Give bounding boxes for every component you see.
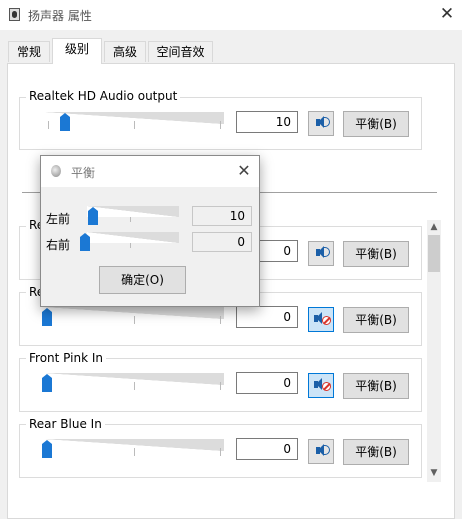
volume-value-field[interactable]: 0 [236,438,298,460]
slider-tick [130,243,131,248]
volume-slider-track[interactable] [45,307,224,319]
volume-slider-thumb[interactable] [60,113,70,131]
balance-button[interactable]: 平衡(B) [343,241,409,267]
left-balance-slider-track[interactable] [87,206,179,217]
speaker-properties-icon [9,8,20,21]
speaker-wave [324,247,330,257]
muted-badge-icon [322,382,331,391]
channel-label: Realtek HD Audio output [26,89,181,103]
left-front-label: 左前 [46,212,71,226]
slider-tick [134,121,135,129]
speaker-cone [316,378,322,390]
close-icon[interactable]: ✕ [237,161,251,180]
volume-value-field[interactable]: 0 [236,306,298,328]
mute-button[interactable] [308,111,334,136]
channel-label: Front Pink In [26,351,106,365]
tab-levels[interactable]: 级别 [52,38,102,64]
channel-group-realtek-output [19,97,422,150]
scrollbar-thumb[interactable] [428,235,440,272]
right-balance-value[interactable]: 0 [192,232,252,252]
slider-tick [220,448,221,456]
balance-button[interactable]: 平衡(B) [343,439,409,465]
dialog-title-bar: 平衡 ✕ [41,156,259,187]
left-balance-value[interactable]: 10 [192,206,252,226]
muted-badge-icon [322,316,331,325]
channel-group-front-pink-in [19,358,422,412]
mute-button[interactable] [308,307,334,332]
volume-slider-track[interactable] [45,373,224,385]
tab-general[interactable]: 常规 [8,41,50,62]
close-icon[interactable]: ✕ [439,4,455,24]
volume-value-field[interactable]: 0 [236,372,298,394]
speaker-cone [318,116,324,128]
mute-button[interactable] [308,439,334,464]
balance-button[interactable]: 平衡(B) [343,307,409,333]
balance-button[interactable]: 平衡(B) [343,111,409,137]
channel-group-rear-blue-in [19,424,422,478]
right-balance-slider-thumb[interactable] [80,233,90,251]
scroll-up-arrow-icon[interactable]: ▲ [430,222,438,232]
scroll-down-arrow-icon[interactable]: ▼ [430,468,438,478]
slider-tick [130,217,131,222]
slider-tick [134,448,135,456]
balance-button[interactable]: 平衡(B) [343,373,409,399]
tab-spatial-sound[interactable]: 空间音效 [148,41,213,62]
volume-slider-track[interactable] [45,439,224,451]
volume-slider-thumb[interactable] [42,440,52,458]
title-bar: 扬声器 属性 ✕ [0,0,462,30]
volume-value-field[interactable]: 10 [236,111,298,133]
ok-button[interactable]: 确定(O) [99,266,186,294]
slider-tick [220,382,221,390]
volume-slider-thumb[interactable] [42,308,52,326]
speaker-wave [324,117,330,127]
left-balance-slider-thumb[interactable] [88,207,98,225]
vertical-scrollbar[interactable] [427,220,441,482]
balance-dialog: 平衡 ✕ 左前 10 右前 0 确定(O) [40,155,260,307]
dialog-title: 平衡 [71,166,96,180]
volume-slider-track[interactable] [45,112,224,124]
window-title: 扬声器 属性 [28,9,92,23]
slider-tick [134,382,135,390]
speaker-cone [316,312,322,324]
slider-tick [220,316,221,324]
speaker-cone [318,444,324,456]
volume-slider-thumb[interactable] [42,374,52,392]
speaker-round-icon [51,165,61,177]
right-front-label: 右前 [46,238,71,252]
slider-tick [220,121,221,129]
mute-button[interactable] [308,373,334,398]
slider-tick [48,121,49,129]
speaker-cone [318,246,324,258]
channel-label: Rear Blue In [26,417,105,431]
tab-advanced[interactable]: 高级 [104,41,146,62]
right-balance-slider-track[interactable] [87,232,179,243]
speaker-wave [324,445,330,455]
mute-button[interactable] [308,241,334,266]
slider-tick [134,316,135,324]
